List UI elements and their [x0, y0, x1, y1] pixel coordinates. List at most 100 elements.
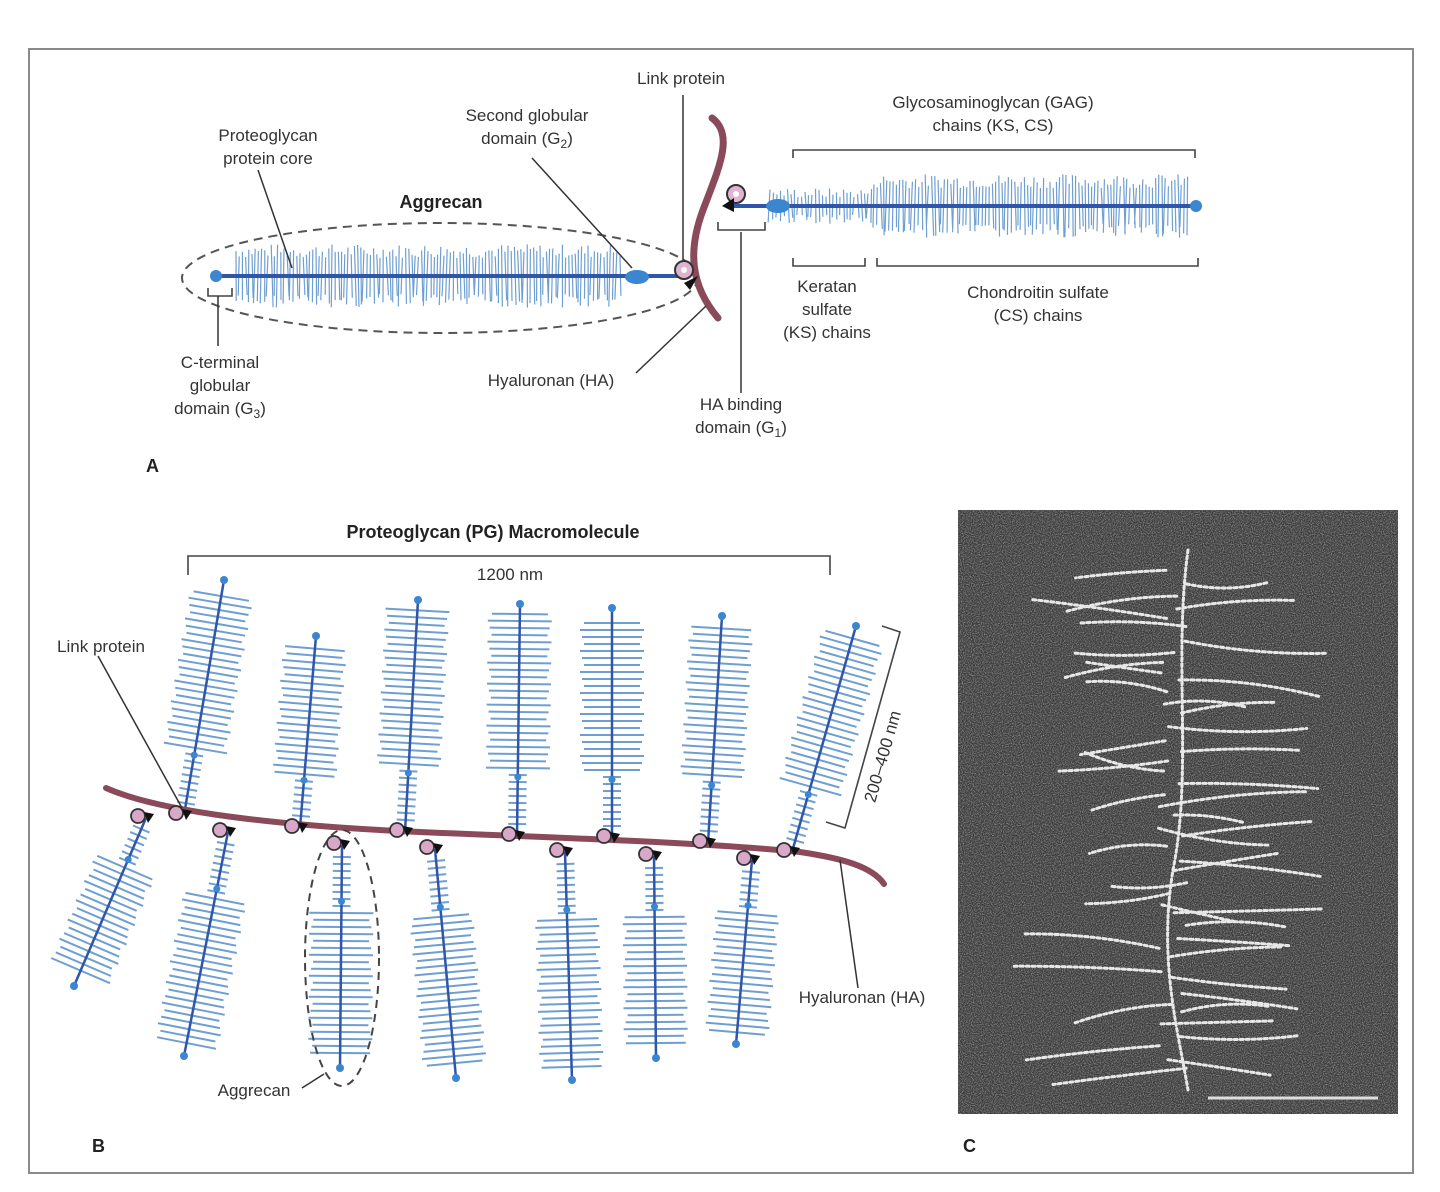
g1-domain [790, 846, 800, 857]
pg-title: Proteoglycan (PG) Macromolecule [346, 522, 639, 542]
g2-domain [563, 906, 571, 914]
g1-domain-a-right [722, 198, 734, 212]
g1-domain [706, 837, 716, 848]
micrograph-image [958, 510, 1398, 1114]
aggrecan-11 [410, 848, 486, 1082]
g2-domain [804, 791, 812, 798]
hyaluronan-strand-b [103, 785, 887, 887]
g2-domain [625, 270, 649, 284]
keratan-label-line1: Keratan [797, 277, 857, 296]
panel-label-c: C [963, 1136, 976, 1156]
protein-core [182, 831, 230, 1057]
protein-core [706, 615, 724, 844]
protein-core [790, 625, 858, 853]
g1-domain [226, 826, 236, 837]
gag-bristles [705, 870, 779, 1036]
aggrecan-array [50, 576, 882, 1084]
ha-leader [635, 305, 707, 374]
g1-domain-a [684, 276, 698, 290]
g3-domain [516, 600, 524, 608]
g3-domain [652, 1054, 660, 1062]
g1-domain [298, 822, 308, 833]
link-protein [596, 828, 612, 844]
g1-domain [515, 830, 525, 841]
g2-label-line1: Second globular [466, 106, 589, 125]
g2-domain [300, 776, 308, 784]
core-end-dot [1190, 200, 1202, 212]
gag-label-line1: Glycosaminoglycan (GAG) [892, 93, 1093, 112]
aggrecan-1 [163, 576, 252, 816]
g3-domain [70, 982, 78, 990]
g2-label-line2: domain (G2) [481, 129, 573, 151]
g2-domain [608, 776, 616, 784]
protein-core [734, 859, 754, 1045]
protein-core [433, 848, 458, 1079]
g3-domain [852, 622, 860, 630]
protein-core [182, 579, 226, 816]
g3-domain [732, 1040, 740, 1048]
g2-domain [744, 902, 752, 909]
width-bracket [825, 625, 901, 830]
aggrecan-highlight [304, 829, 380, 1087]
g2-domain [436, 903, 444, 911]
width-label: 200–400 nm [861, 708, 905, 804]
length-label: 1200 nm [477, 565, 543, 584]
aggrecan-title: Aggrecan [399, 192, 482, 212]
aggrecan-14 [705, 859, 779, 1048]
g3-label-line1: C-terminal [181, 353, 259, 372]
electron-micrograph [958, 510, 1398, 1114]
keratan-label-line2: sulfate [802, 300, 852, 319]
g3-domain [336, 1064, 344, 1072]
link-protein [130, 808, 146, 824]
g3-domain [220, 576, 228, 584]
link-protein-label-a: Link protein [637, 69, 725, 88]
aggrecan-10 [308, 844, 374, 1072]
g2-domain [338, 897, 345, 905]
aggrecan-8 [50, 817, 153, 990]
protein-core [652, 855, 658, 1059]
g3-domain-dot [210, 270, 222, 282]
aggrecan-6 [680, 612, 753, 844]
link-protein-a-center [681, 267, 687, 273]
fiber-strands [1011, 548, 1327, 1092]
ha-leader-b [839, 859, 859, 989]
link-protein [212, 822, 228, 838]
g1-label-line1: HA binding [700, 395, 782, 414]
gag-label-line2: chains (KS, CS) [933, 116, 1054, 135]
g1-domain [340, 839, 350, 850]
cs-bracket [876, 258, 1199, 267]
gag-bristles [163, 590, 252, 806]
link-protein [638, 846, 654, 862]
link-protein [284, 818, 300, 834]
link-protein [501, 826, 517, 842]
gag-bracket [792, 149, 1196, 158]
g1-label-line2: domain (G1) [695, 418, 787, 440]
g3-domain [312, 632, 320, 640]
link-protein [776, 842, 792, 858]
aggrecan-leader-b [301, 1073, 325, 1089]
gag-bristles [156, 841, 246, 1050]
ks-bracket [792, 258, 866, 267]
g3-domain [414, 596, 422, 604]
g2-domain [124, 856, 132, 863]
link-protein-a-right-center [733, 191, 739, 197]
panel-label-b: B [92, 1136, 105, 1156]
core-label-line1: Proteoglycan [218, 126, 317, 145]
g1-domain [750, 854, 760, 865]
gag-bristles [273, 645, 346, 818]
keratan-label-line3: (KS) chains [783, 323, 871, 342]
ha-label-b: Hyaluronan (HA) [799, 988, 926, 1007]
g2-domain [213, 885, 221, 893]
g3-domain [452, 1074, 460, 1082]
g2-domain [514, 773, 522, 781]
g3-domain [718, 612, 726, 620]
length-bracket [187, 555, 831, 575]
core-leader [257, 169, 293, 269]
g2-domain [651, 903, 658, 911]
g1-domain [433, 843, 443, 854]
g3-domain [568, 1076, 576, 1084]
g1-domain [403, 826, 413, 837]
aggrecan-12 [535, 851, 604, 1084]
g2-leader [531, 157, 633, 269]
